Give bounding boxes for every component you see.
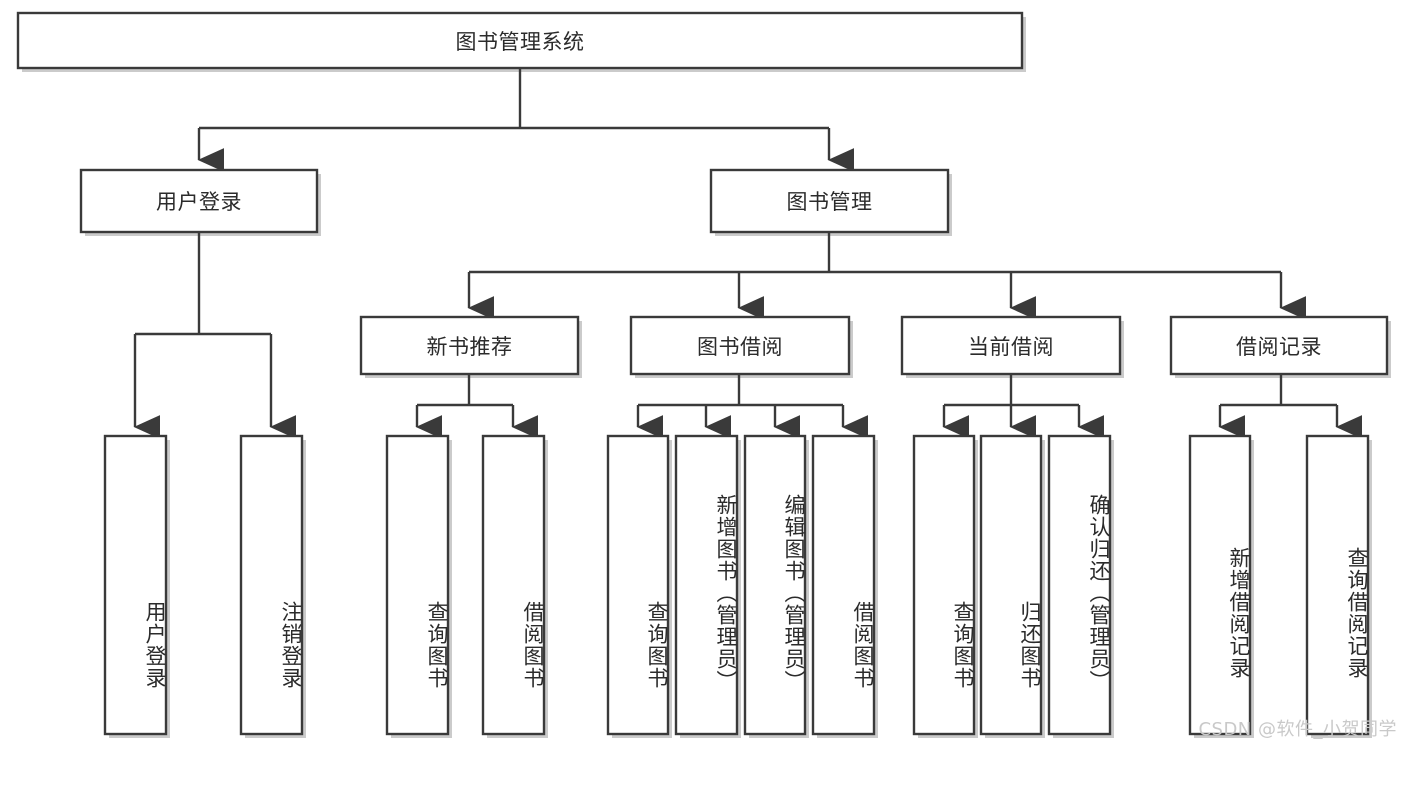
leaf-box[interactable] (1188, 434, 1252, 736)
leaf-box[interactable] (385, 434, 450, 736)
leaf-box[interactable] (103, 434, 168, 736)
node-new-book-recommend[interactable] (359, 315, 580, 376)
leaf-box[interactable] (743, 434, 807, 736)
diagram-canvas: 图书管理系统 用户登录 图书管理 新书推荐 图书借阅 当前借阅 借阅记录 用户登… (16, 11, 1397, 740)
node-user-login[interactable] (79, 168, 319, 234)
leaf-box[interactable] (1305, 434, 1370, 736)
node-book-management[interactable] (709, 168, 950, 234)
node-current-borrow[interactable] (900, 315, 1122, 376)
diagram-svg (16, 11, 1391, 738)
node-borrow-record[interactable] (1169, 315, 1389, 376)
leaf-box[interactable] (606, 434, 670, 736)
leaf-box[interactable] (979, 434, 1043, 736)
leaf-box[interactable] (239, 434, 304, 736)
leaf-box[interactable] (674, 434, 739, 736)
leaf-box[interactable] (912, 434, 976, 736)
leaf-box[interactable] (811, 434, 876, 736)
node-book-borrow[interactable] (629, 315, 851, 376)
node-root[interactable] (16, 11, 1024, 70)
leaf-box[interactable] (481, 434, 546, 736)
leaf-box[interactable] (1047, 434, 1112, 736)
